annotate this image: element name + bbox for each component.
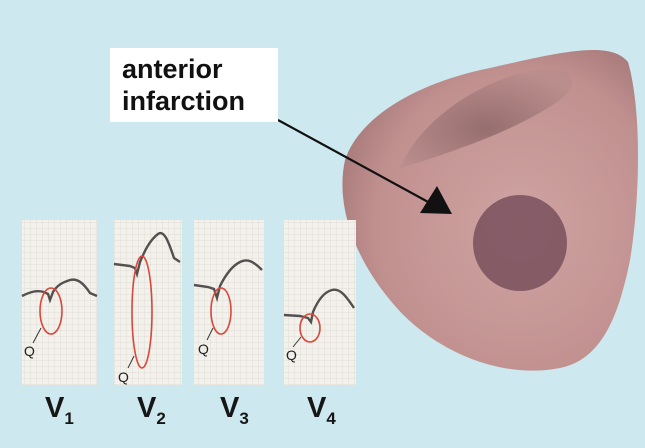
lead-letter-v1: V (45, 392, 65, 424)
ecg-trace-v4 (283, 288, 355, 325)
callout-line-2: infarction (122, 86, 246, 116)
q-wave-marker-v4 (299, 313, 321, 343)
ecg-strip-v1: Q (21, 220, 98, 385)
lead-label-v2: V2 (137, 392, 166, 435)
q-pointer-v3 (206, 327, 214, 341)
q-pointer-v2 (127, 355, 135, 369)
heart (342, 49, 638, 371)
lead-number-v4: 4 (326, 409, 336, 428)
q-pointer-v1 (32, 327, 42, 344)
q-wave-marker-v1 (39, 287, 63, 335)
ecg-trace-v2 (113, 231, 181, 279)
lead-number-v1: 1 (64, 409, 74, 428)
q-pointer-v4 (292, 336, 302, 348)
pointer-arrow (277, 119, 452, 214)
q-label-v4: Q (286, 347, 297, 363)
ecg-trace-v1 (21, 278, 98, 304)
ecg-trace-v3 (193, 259, 263, 303)
lead-number-v2: 2 (156, 409, 166, 428)
q-label-v1: Q (24, 343, 35, 359)
q-label-v3: Q (198, 341, 209, 357)
q-wave-marker-v3 (210, 287, 232, 335)
lead-number-v3: 3 (239, 409, 249, 428)
ecg-strip-v4: Q (283, 220, 356, 385)
ecg-strip-v3: Q (193, 220, 264, 385)
lead-letter-v4: V (307, 392, 327, 424)
heart-top-opening (400, 68, 573, 168)
q-label-v2: Q (118, 369, 129, 385)
infarction-callout: anterior infarction (110, 48, 278, 122)
lead-label-v3: V3 (220, 392, 249, 435)
lead-letter-v2: V (137, 392, 157, 424)
lead-label-v1: V1 (45, 392, 74, 435)
lead-letter-v3: V (220, 392, 240, 424)
q-wave-marker-v2 (131, 255, 153, 369)
lead-label-v4: V4 (307, 392, 336, 435)
infarct-zone (473, 195, 567, 291)
ecg-strip-v2: Q (113, 220, 182, 385)
callout-line-1: anterior (122, 54, 223, 84)
